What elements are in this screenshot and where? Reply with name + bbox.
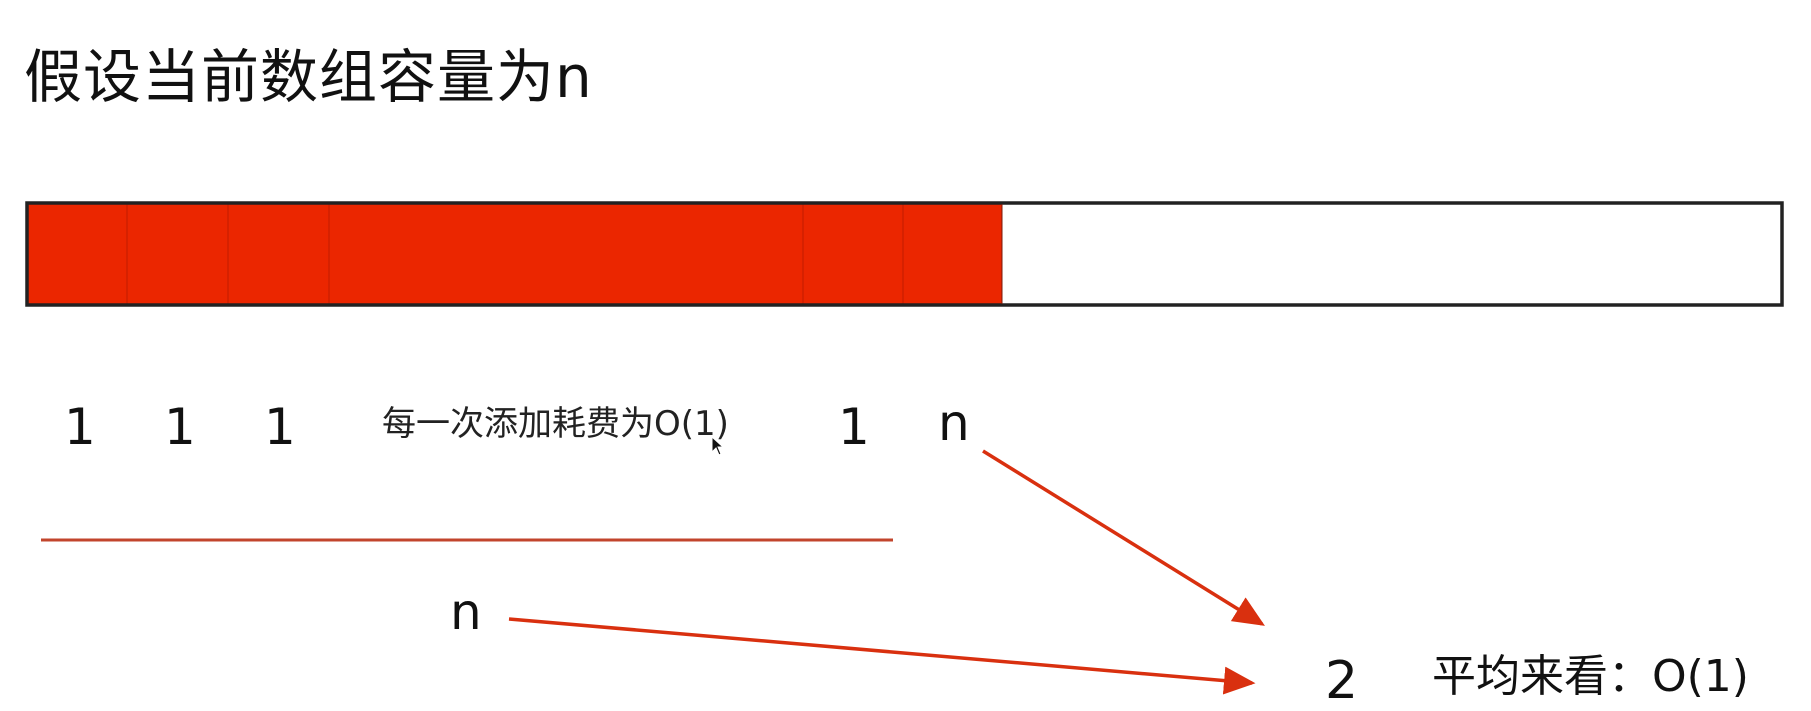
cost-label-2: 1 (164, 398, 196, 456)
cost-label-resize: n (938, 394, 970, 452)
arrow-sum-to-result (508, 617, 1256, 695)
result-value: 2 (1325, 651, 1359, 711)
page-title: 假设当前数组容量为n (24, 43, 593, 111)
arrow-n-to-result (982, 449, 1265, 626)
array-filled-region (27, 203, 1002, 305)
cost-label-3: 1 (264, 398, 296, 456)
cost-label-4: 1 (838, 398, 870, 456)
mouse-cursor-icon (711, 436, 725, 456)
average-conclusion: 平均来看：O(1) (1432, 651, 1749, 702)
cost-label-1: 1 (64, 398, 96, 456)
sum-denominator-label: n (450, 583, 482, 641)
array-bar (25, 201, 1784, 307)
per-add-cost-note: 每一次添加耗费为O(1) (382, 404, 729, 444)
cell-dividers (126, 204, 904, 304)
array-outline (25, 201, 1784, 307)
